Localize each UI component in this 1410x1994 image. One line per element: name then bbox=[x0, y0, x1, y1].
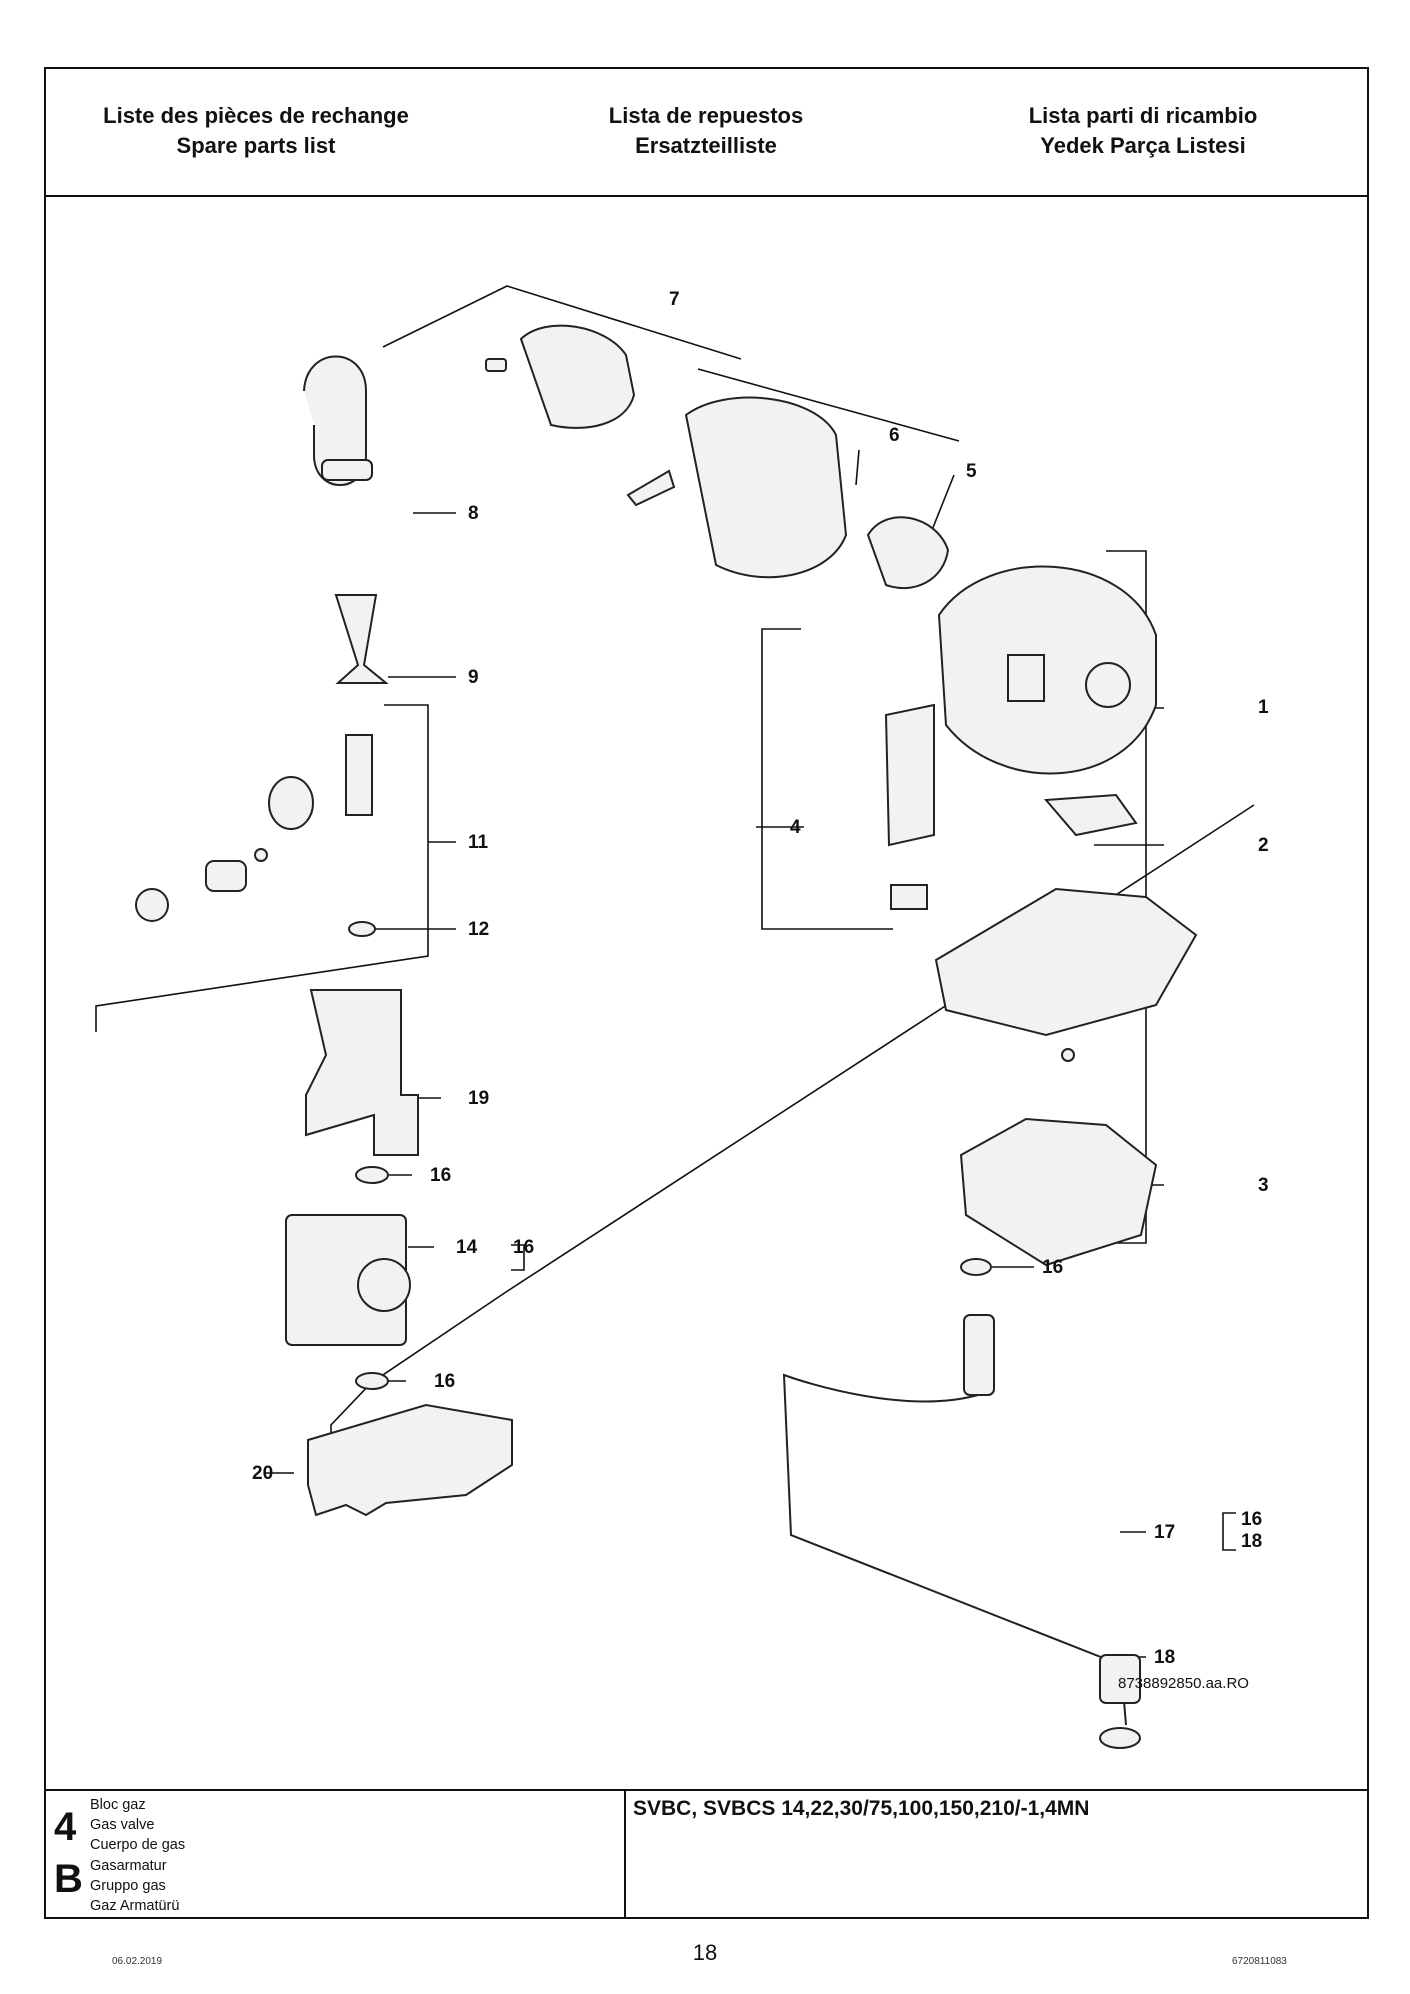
part-16-oring-b bbox=[355, 1372, 389, 1390]
label-part-5: 5 bbox=[966, 461, 977, 482]
bracket-4 bbox=[761, 628, 893, 930]
section-name-de: Gasarmatur bbox=[90, 1857, 167, 1874]
section-name-it: Gruppo gas bbox=[90, 1877, 166, 1894]
label-part-20: 20 bbox=[252, 1463, 273, 1484]
label-part-8: 8 bbox=[468, 503, 479, 524]
label-part-7: 7 bbox=[669, 289, 680, 310]
label-part-9: 9 bbox=[468, 667, 479, 688]
label-part-14-sub: 16 bbox=[513, 1237, 534, 1258]
part-4-pad bbox=[890, 884, 928, 910]
part-4-plate bbox=[884, 703, 935, 847]
bracket-11 bbox=[95, 704, 429, 1032]
part-1-fan-hub bbox=[1085, 662, 1131, 708]
document-number: 6720811083 bbox=[1232, 1956, 1287, 1967]
part-12-oring bbox=[348, 921, 376, 937]
section-number: 4 bbox=[54, 1805, 77, 1849]
label-part-17-sub-18: 18 bbox=[1241, 1531, 1262, 1552]
part-11-pipe bbox=[345, 734, 373, 816]
label-part-18: 18 bbox=[1154, 1647, 1175, 1668]
header-title-es: Lista de repuestos bbox=[608, 103, 804, 128]
part-9-adapter bbox=[334, 594, 389, 684]
part-3-base-plate bbox=[934, 887, 1198, 1037]
part-1-fan bbox=[937, 565, 1157, 775]
callout-labels: 7 6 5 1 2 3 4 8 9 11 12 19 16 14 16 16 2… bbox=[252, 289, 1269, 1692]
label-part-11: 11 bbox=[468, 832, 489, 853]
label-part-17: 17 bbox=[1154, 1522, 1175, 1543]
part-6-venturi bbox=[684, 396, 848, 579]
print-date: 06.02.2019 bbox=[112, 1956, 163, 1967]
section-name-list: Bloc gaz Gas valve Cuerpo de gas Gasarma… bbox=[90, 1795, 185, 1916]
label-part-14: 14 bbox=[456, 1237, 478, 1258]
label-part-19: 19 bbox=[468, 1088, 489, 1109]
section-letter: B bbox=[54, 1857, 83, 1901]
header-title-en: Spare parts list bbox=[176, 133, 336, 158]
part-1-fan-connector bbox=[1007, 654, 1045, 702]
part-17-gas-pipe bbox=[782, 1373, 1127, 1726]
part-16-oring-c bbox=[960, 1258, 992, 1276]
section-name-en: Gas valve bbox=[90, 1817, 155, 1834]
label-part-6: 6 bbox=[889, 425, 900, 446]
header-title-it: Lista parti di ricambio bbox=[1028, 103, 1258, 128]
part-3-screw bbox=[1061, 1048, 1075, 1062]
label-part-12: 12 bbox=[468, 919, 489, 940]
label-part-2: 2 bbox=[1258, 835, 1269, 856]
part-7-screw bbox=[485, 358, 507, 372]
part-20-cover bbox=[307, 1403, 513, 1517]
header-title-tr: Yedek Parça Listesi bbox=[1040, 133, 1246, 158]
label-part-16-c: 16 bbox=[1042, 1257, 1063, 1278]
part-16-oring-a bbox=[355, 1166, 389, 1184]
drawing-reference-code: 8738892850.aa.RO bbox=[1118, 1675, 1249, 1692]
part-11-cap bbox=[135, 888, 169, 922]
part-11-spring bbox=[205, 860, 247, 892]
leader-gas-pipe bbox=[505, 804, 1255, 1293]
header-title-de: Ersatzteilliste bbox=[635, 133, 777, 158]
part-19-bracket bbox=[305, 989, 419, 1156]
part-7-bracket bbox=[626, 469, 676, 507]
part-11-washer bbox=[254, 848, 268, 862]
group-bracket-7 bbox=[382, 285, 742, 360]
label-part-16-b: 16 bbox=[434, 1371, 455, 1392]
header-col-es-de: Lista de repuestos Ersatzteilliste bbox=[496, 101, 916, 161]
part-5-flap bbox=[866, 516, 950, 590]
section-name-fr: Bloc gaz bbox=[90, 1797, 146, 1813]
part-2-gasket bbox=[1043, 793, 1138, 837]
label-part-17-sub-16: 16 bbox=[1241, 1509, 1262, 1530]
header-title-fr: Liste des pièces de rechange bbox=[103, 103, 409, 128]
label-part-1: 1 bbox=[1258, 697, 1269, 718]
part-8-hose-end bbox=[321, 459, 373, 481]
exploded-parts-drawing: 7 6 5 1 2 3 4 8 9 11 12 19 16 14 16 16 2… bbox=[46, 195, 1367, 1790]
footer-section-cell: 4 B Bloc gaz Gas valve Cuerpo de gas Gas… bbox=[46, 1791, 626, 1919]
parts-diagram-svg: 7 6 5 1 2 3 4 8 9 11 12 19 16 14 16 16 2… bbox=[95, 285, 1269, 1749]
label-part-4: 4 bbox=[790, 817, 801, 838]
part-drawings bbox=[135, 324, 1198, 1749]
footer: 4 B Bloc gaz Gas valve Cuerpo de gas Gas… bbox=[46, 1789, 1367, 1919]
header-col-it-tr: Lista parti di ricambio Yedek Parça List… bbox=[933, 101, 1353, 161]
part-3-gasket bbox=[959, 1117, 1158, 1267]
header: Liste des pièces de rechange Spare parts… bbox=[46, 69, 1367, 197]
part-18-seal bbox=[1099, 1727, 1141, 1749]
part-14-valve-dial bbox=[357, 1258, 411, 1312]
label-part-16-a: 16 bbox=[430, 1165, 451, 1186]
model-designation: SVBC, SVBCS 14,22,30/75,100,150,210/-1,4… bbox=[633, 1797, 1090, 1820]
header-col-fr-en: Liste des pièces de rechange Spare parts… bbox=[46, 101, 466, 161]
part-11-elbow bbox=[268, 776, 314, 830]
section-name-es: Cuerpo de gas bbox=[90, 1837, 186, 1854]
part-17-fitting-top bbox=[963, 1314, 995, 1396]
page-frame: Liste des pièces de rechange Spare parts… bbox=[44, 67, 1369, 1919]
page-number: 18 bbox=[692, 1940, 718, 1965]
part-7-mixer bbox=[519, 324, 636, 429]
part-17-nut bbox=[1099, 1654, 1141, 1704]
label-part-3: 3 bbox=[1258, 1175, 1269, 1196]
section-name-tr: Gaz Armatürü bbox=[90, 1898, 180, 1915]
group-bracket-6 bbox=[697, 368, 960, 442]
